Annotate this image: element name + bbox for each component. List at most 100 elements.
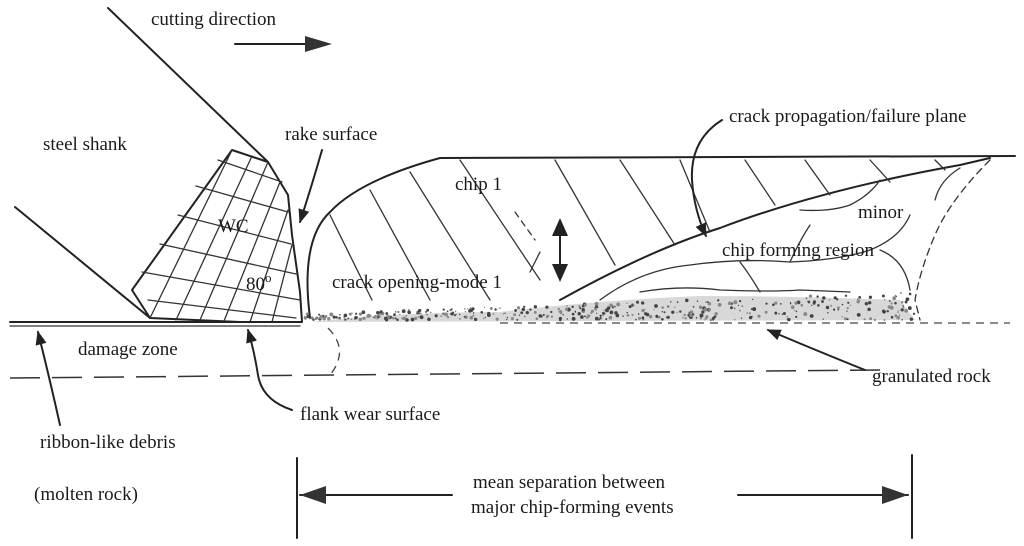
rake-surface-label: rake surface (285, 124, 377, 145)
chip-forming-region-label: chip forming region (722, 240, 874, 261)
rock-particle (374, 314, 377, 318)
rock-particle (533, 305, 538, 309)
rock-particle (558, 310, 561, 313)
rock-particle (339, 317, 341, 320)
rock-particle (583, 303, 587, 307)
rock-particle (318, 313, 321, 316)
rock-particle (454, 310, 457, 313)
rock-particle (856, 312, 861, 317)
rock-particle (482, 317, 485, 320)
rock-particle (450, 308, 453, 311)
rock-particle (319, 315, 324, 319)
rock-particle (682, 316, 684, 318)
rock-particle (821, 300, 824, 303)
rock-particle (864, 301, 869, 306)
cutting-direction-label: cutting direction (151, 9, 277, 30)
rock-particle (711, 316, 715, 320)
rock-particle (510, 317, 514, 321)
rock-particle (571, 312, 575, 316)
rock-particle (663, 311, 666, 314)
rock-particle (796, 300, 801, 305)
rock-particle (748, 315, 753, 320)
rock-particle (362, 316, 366, 321)
crack-propagation-label: crack propagation/failure plane (729, 106, 966, 127)
rock-particle (765, 302, 768, 305)
rock-particle (590, 309, 595, 313)
rock-particle (894, 314, 898, 318)
rock-particle (751, 298, 754, 301)
rock-particle (786, 315, 789, 318)
rock-particle (666, 305, 670, 308)
rock-particle (609, 310, 614, 315)
rock-particle (699, 316, 703, 320)
rock-particle (909, 317, 914, 321)
rock-particle (655, 314, 659, 318)
rock-particle (463, 315, 466, 318)
rock-particle (393, 313, 396, 316)
rock-particle (638, 316, 641, 320)
rock-particle (782, 311, 786, 316)
rock-particle (845, 310, 848, 313)
rock-particle (434, 314, 438, 318)
rock-particle (709, 318, 713, 322)
rock-particle (418, 308, 422, 313)
rock-particle (764, 310, 768, 314)
crack-propagation-arrow (690, 119, 723, 238)
damage-zone-boundary (327, 327, 341, 376)
rock-particle (912, 312, 916, 315)
rock-particle (314, 317, 318, 321)
ribbon-debris-arrow (35, 330, 61, 426)
rock-particle (343, 313, 348, 318)
rock-particle (344, 318, 347, 321)
rock-particle (626, 314, 630, 317)
rock-particle (523, 305, 526, 308)
rock-particle (494, 308, 497, 311)
rock-particle (335, 316, 338, 319)
rock-particle (332, 315, 336, 319)
rock-particle (419, 312, 422, 315)
rock-particle (841, 303, 844, 306)
rock-particle (739, 309, 741, 312)
rock-particle (661, 310, 664, 313)
rock-particle (383, 316, 388, 321)
rock-particle (836, 306, 840, 310)
rock-particle (789, 302, 792, 305)
rock-particle (739, 300, 742, 303)
rock-particle (446, 315, 449, 318)
rock-particle (372, 316, 375, 318)
rock-particle (795, 315, 798, 318)
rock-particle (648, 314, 653, 319)
rock-particle (683, 313, 686, 317)
rock-particle (446, 310, 449, 313)
rock-particle (717, 303, 722, 307)
rock-particle (557, 307, 560, 311)
rock-particle (394, 317, 397, 320)
rock-particle (578, 305, 581, 308)
rock-particle (757, 314, 761, 318)
rock-particle (442, 308, 445, 311)
rock-particle (746, 312, 748, 314)
rock-particle (665, 316, 668, 319)
rock-particle (684, 317, 687, 320)
rock-particle (612, 305, 615, 308)
rock-particle (676, 311, 678, 314)
rock-particle (844, 294, 848, 297)
rock-particle (626, 302, 628, 305)
rock-particle (396, 318, 399, 321)
mean-separation-label-line1: mean separation between (473, 472, 666, 493)
rock-particle (535, 317, 539, 321)
rock-particle (366, 313, 371, 318)
rock-particle (571, 305, 574, 309)
rock-particle (595, 312, 598, 314)
rock-particle (822, 318, 824, 320)
rock-particle (489, 307, 493, 310)
rock-particle (361, 310, 366, 315)
rock-particle (636, 300, 639, 304)
minor-label: minor (858, 202, 904, 223)
rock-particle (374, 317, 376, 319)
rock-particle (495, 317, 499, 321)
rock-particle (351, 312, 353, 314)
granulated-rock (303, 292, 916, 322)
rock-particle (564, 307, 569, 311)
rock-particle (473, 317, 478, 322)
